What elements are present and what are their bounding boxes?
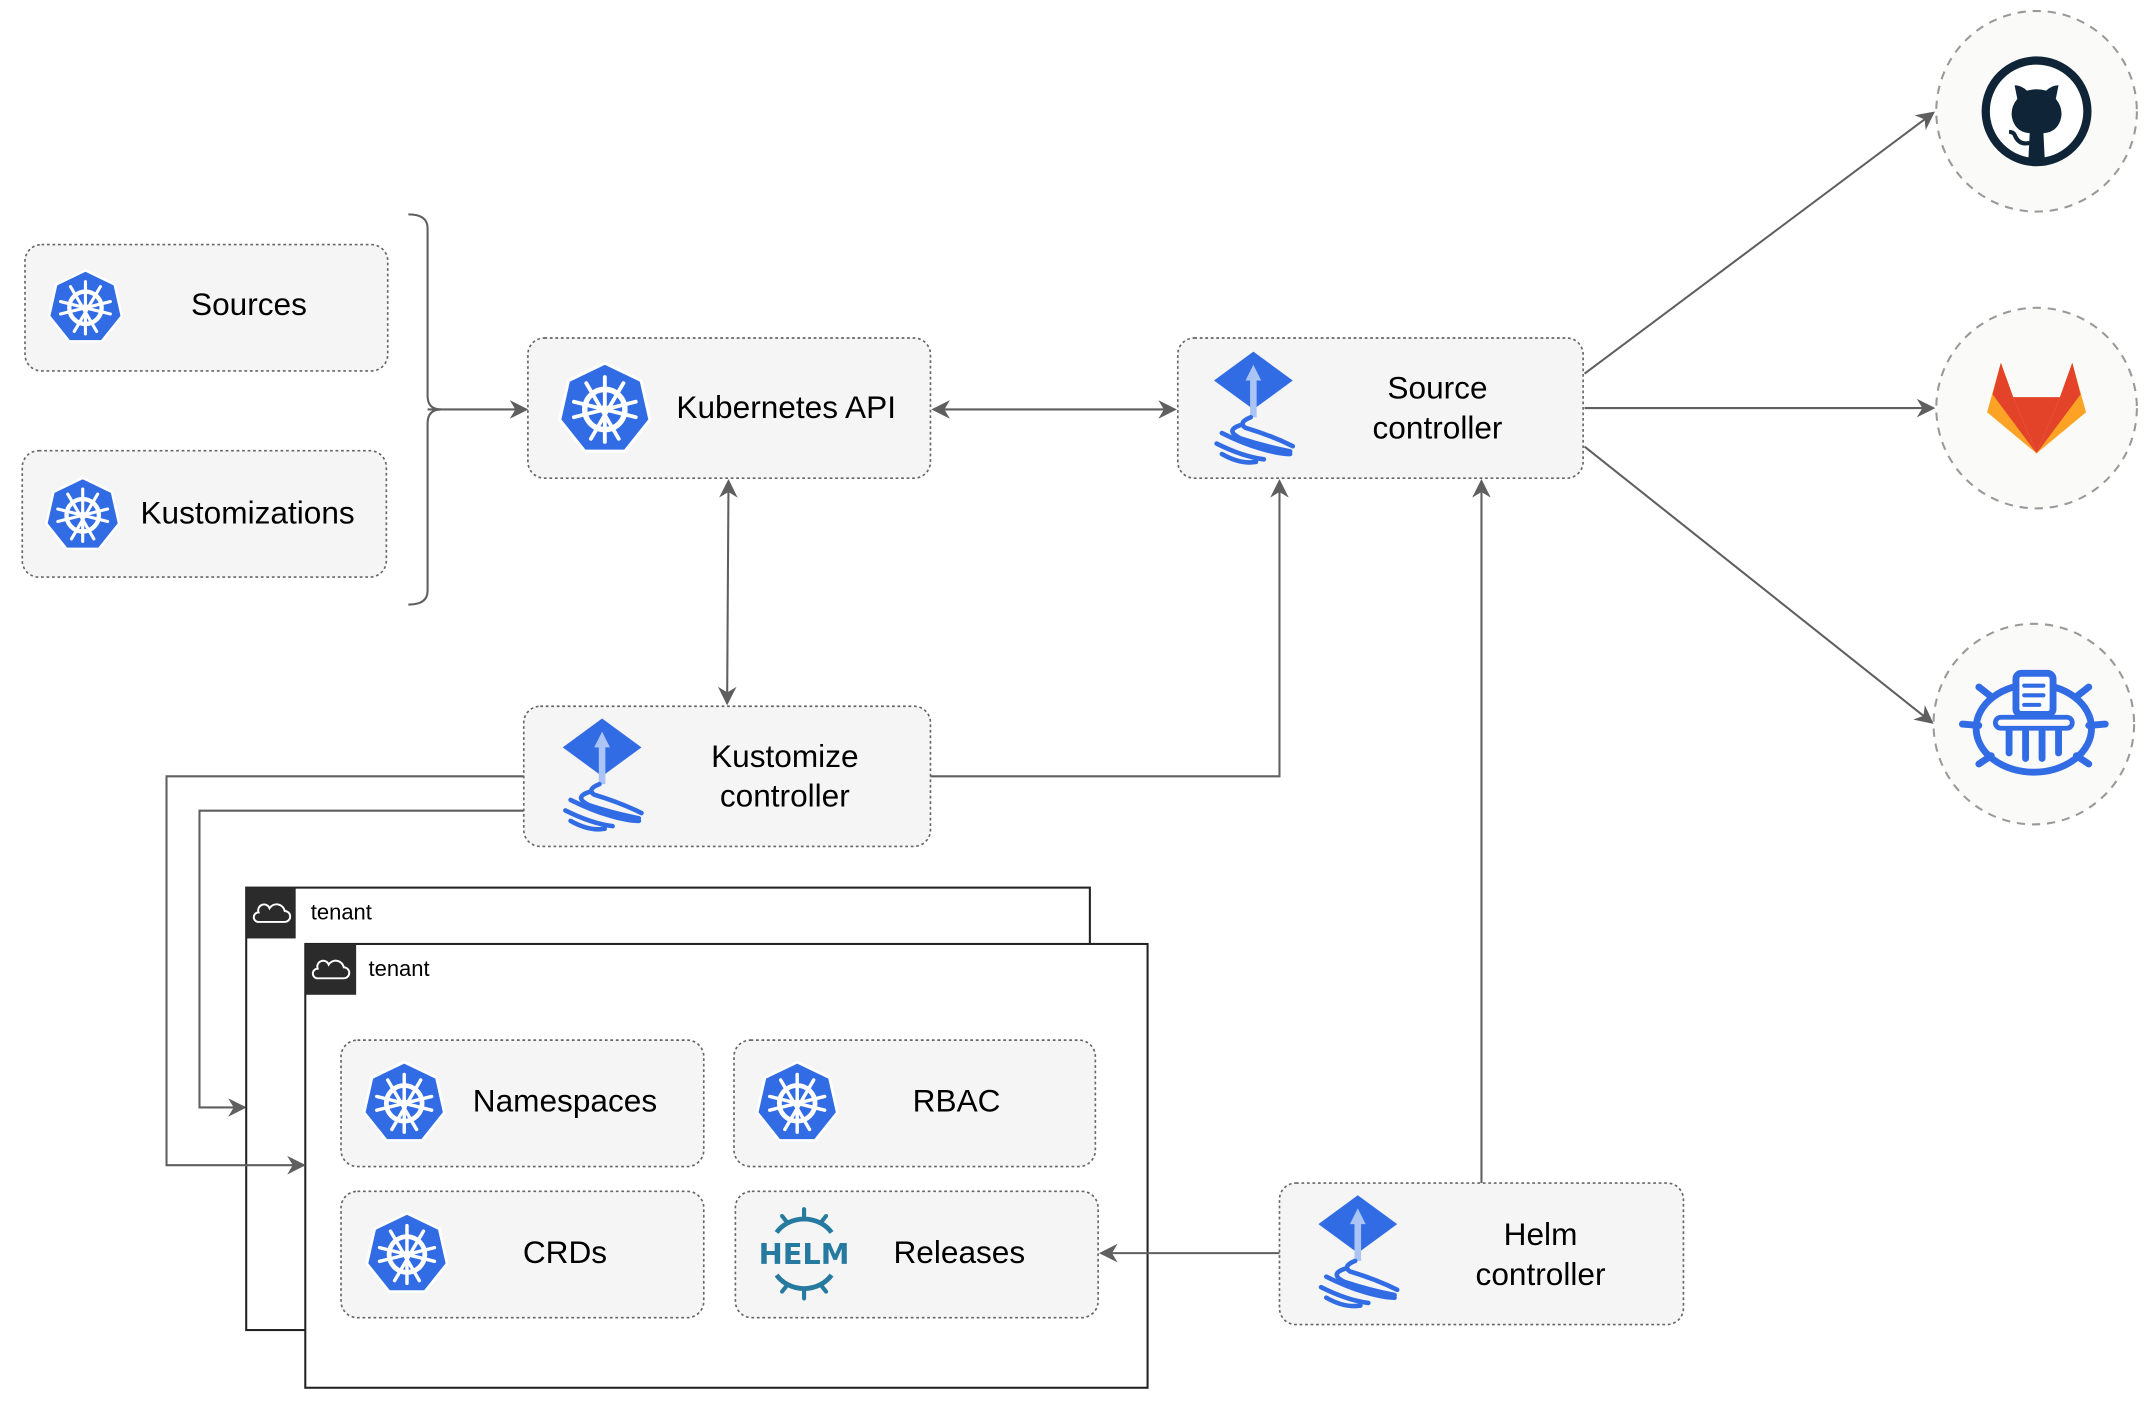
external-source-bucket[interactable] [1932,622,2136,826]
node-helm-controller[interactable]: Helm controller [1278,1182,1685,1326]
edge-kustomize-to-source-controller [930,479,1289,778]
external-source-github[interactable] [1935,9,2138,213]
edge-kubernetes-api-kustomize-controller [717,479,738,706]
releases-label: Releases [893,1234,1025,1270]
node-kustomizations[interactable]: Kustomizations [21,449,388,578]
namespaces-label: Namespaces [473,1083,657,1119]
node-releases[interactable]: HELM Releases [734,1190,1099,1319]
helm-logo-text: HELM [759,1237,850,1271]
cloud-icon-bg [246,887,296,939]
node-kustomize-controller[interactable]: Kustomize controller [522,705,932,848]
edge-source-to-github [1583,111,1935,375]
kustomizations-label: Kustomizations [140,495,354,531]
node-crds[interactable]: CRDs [340,1190,705,1319]
node-rbac[interactable]: RBAC [733,1039,1097,1168]
external-source-gitlab[interactable] [1935,306,2138,510]
node-kubernetes-api[interactable]: Kubernetes API [527,337,932,479]
kustomize-controller-label-2: controller [720,778,850,814]
helm-controller-label-2: controller [1476,1256,1606,1292]
tenant-label: tenant [369,956,430,981]
tenant-label: tenant [311,900,372,925]
github-icon [1981,56,2092,167]
cloud-icon [311,959,351,980]
helm-controller-label-1: Helm [1504,1216,1578,1252]
node-source-controller[interactable]: Source controller [1176,337,1584,479]
kubernetes-api-label: Kubernetes API [676,389,896,425]
node-namespaces[interactable]: Namespaces [340,1039,705,1168]
sources-label: Sources [191,286,307,322]
edge-source-to-bucket [1583,445,1934,724]
cloud-icon [252,903,292,923]
bucket-icon [1958,669,2109,776]
crds-label: CRDs [523,1234,607,1270]
kustomize-controller-label-1: Kustomize [711,738,858,774]
source-controller-label-2: controller [1373,409,1503,445]
rbac-label: RBAC [913,1083,1001,1119]
node-sources[interactable]: Sources [24,243,389,372]
helm-icon: HELM [759,1207,850,1301]
gitlab-icon [1987,362,2087,454]
edge-kustomize-to-tenant-2 [165,775,524,1175]
edge-kustomize-to-tenant-1 [198,809,524,1117]
source-controller-label-1: Source [1387,370,1487,406]
